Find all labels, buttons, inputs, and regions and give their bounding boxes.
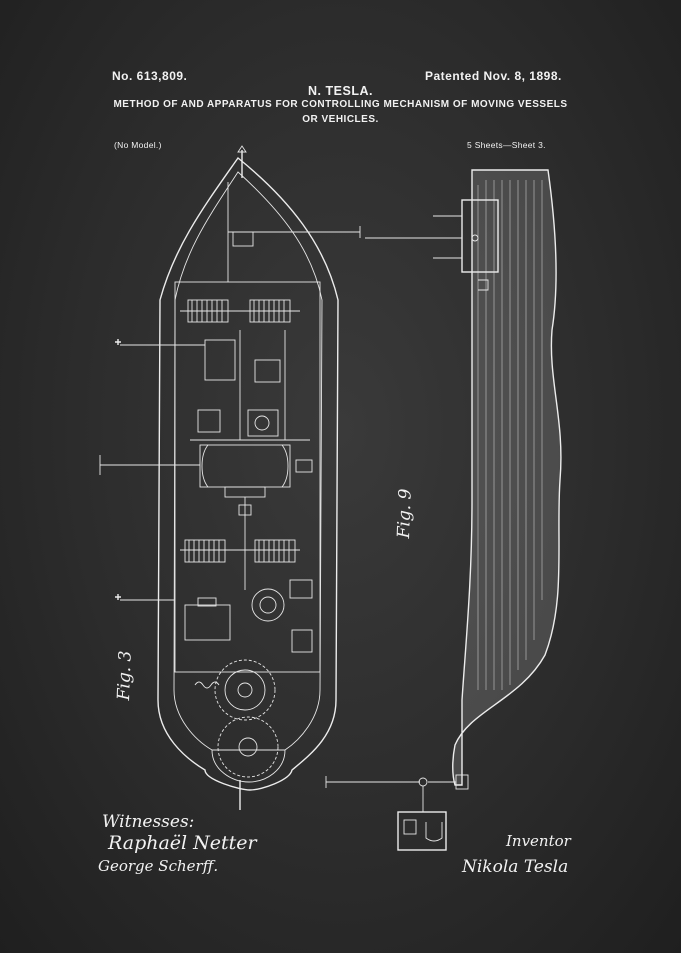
fig9-label: Fig. 9 — [394, 488, 416, 539]
model-note: (No Model.) — [114, 140, 162, 150]
witness-signature-2: George Scherff. — [98, 857, 219, 875]
patent-date: Patented Nov. 8, 1898. — [425, 69, 562, 83]
inventor-header: N. TESLA. — [308, 84, 373, 98]
inventor-signature: Nikola Tesla — [462, 857, 569, 877]
inventor-label: Inventor — [506, 832, 571, 850]
sheet-note: 5 Sheets—Sheet 3. — [467, 140, 546, 150]
witness-signature-1: Raphaël Netter — [108, 832, 257, 854]
patent-title-line2: OR VEHICLES. — [302, 114, 379, 125]
witnesses-label: Witnesses: — [102, 812, 195, 832]
fig3-label: Fig. 3 — [114, 650, 136, 701]
patent-title-line1: METHOD OF AND APPARATUS FOR CONTROLLING … — [113, 99, 568, 110]
patent-number: No. 613,809. — [112, 69, 188, 83]
